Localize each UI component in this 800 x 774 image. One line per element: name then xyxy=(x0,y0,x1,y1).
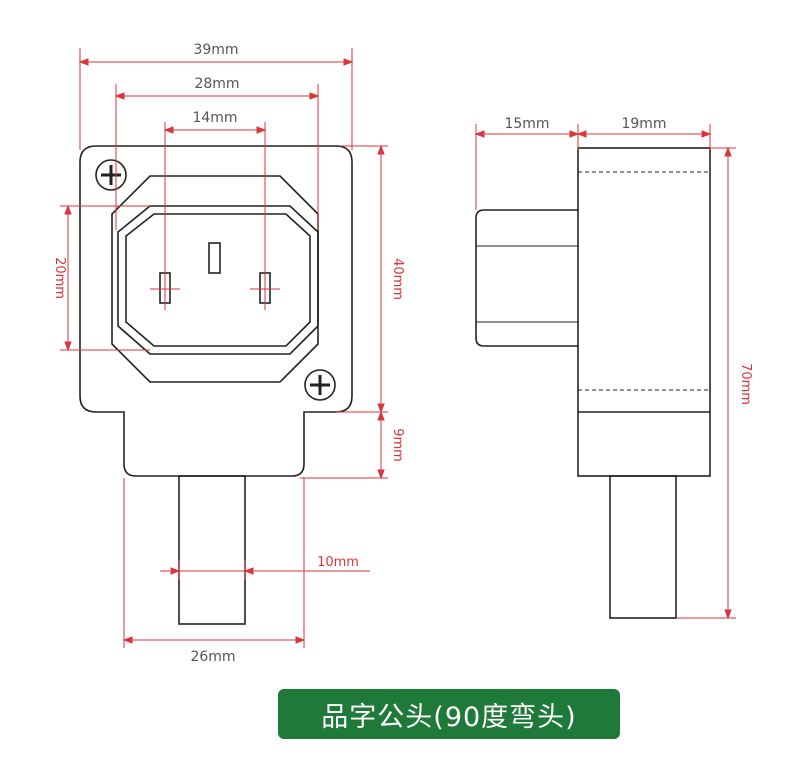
side-body xyxy=(577,147,711,477)
dim-socket-height: 20mm xyxy=(52,257,67,299)
screw-icon xyxy=(304,369,336,401)
front-body-outline xyxy=(79,145,353,477)
screw-icon xyxy=(95,159,127,191)
earth-pin xyxy=(208,242,221,274)
dim-inner-width: 28mm xyxy=(194,76,239,92)
product-caption: 品字公头(90度弯头) xyxy=(278,689,620,739)
front-view xyxy=(79,145,353,625)
front-cable xyxy=(178,475,246,625)
socket-inner xyxy=(125,213,311,347)
front-dimension-lines xyxy=(60,48,388,648)
dim-pin-spacing: 14mm xyxy=(192,110,237,126)
dim-body-height: 40mm xyxy=(390,258,405,300)
side-dimension-lines xyxy=(474,124,736,620)
socket-bevel-outline xyxy=(111,175,319,383)
side-plug xyxy=(475,209,578,347)
dim-side-plug-depth: 15mm xyxy=(504,116,549,132)
dim-total-width: 39mm xyxy=(193,42,238,58)
socket-outer xyxy=(117,205,319,355)
side-cable xyxy=(609,475,677,619)
dim-neck-width: 26mm xyxy=(190,649,235,665)
dim-side-body-depth: 19mm xyxy=(621,116,666,132)
dim-neck-height: 9mm xyxy=(390,428,405,462)
side-view xyxy=(475,147,711,619)
dim-total-height: 70mm xyxy=(738,363,753,405)
dim-cable-width: 10mm xyxy=(317,555,359,570)
